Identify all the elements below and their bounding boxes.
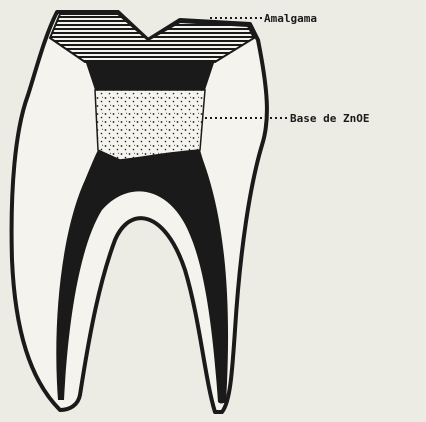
amalgam-label: Amalgama [264, 12, 317, 25]
znoe-base-texture [95, 90, 205, 160]
cavity-liner [85, 60, 215, 90]
base-label: Base de ZnOE [290, 112, 369, 125]
